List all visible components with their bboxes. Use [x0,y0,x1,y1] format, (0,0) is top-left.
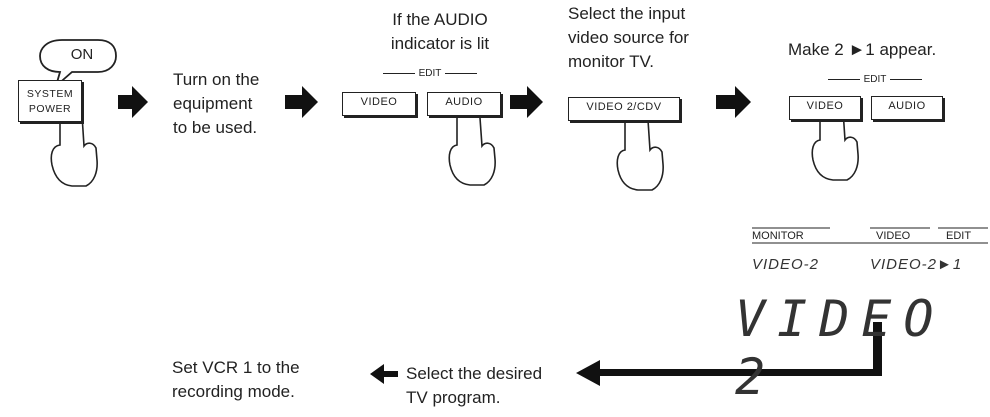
display-video-value: VIDEO-2►1 [870,256,963,273]
step4-heading: Select the input video source for monito… [568,2,689,74]
video2-cdv-button[interactable]: VIDEO 2/CDV [568,97,680,121]
step4-heading-2: video source for [568,28,689,47]
step3-video-button[interactable]: VIDEO [342,92,416,116]
system-power-button[interactable]: SYSTEM POWER [18,80,82,122]
step6-line-1: Select the desired [406,364,543,383]
arrow-left-small [370,364,398,384]
step6-text: Select the desired TV program. [406,362,542,410]
return-arrow [576,322,882,386]
step7-line-1: Set VCR 1 to the [172,358,300,377]
step7-text: Set VCR 1 to the recording mode. [172,356,300,404]
display-header-monitor: MONITOR [752,230,804,242]
arrow-right-3 [510,86,543,118]
on-speech-bubble [39,39,117,89]
hand-icon-2 [448,113,496,186]
step5-video-button[interactable]: VIDEO [789,96,861,120]
step4-heading-1: Select the input [568,4,686,23]
step2-text: Turn on the equipment to be used. [173,68,259,140]
step3-heading-2: indicator is lit [390,34,490,53]
step2-line-1: Turn on the [173,70,260,89]
step3-edit-label: EDIT [340,68,520,79]
step5-edit-label: EDIT [785,74,965,85]
arrow-right-1 [118,86,148,118]
hand-icon-1 [50,110,98,187]
step7-line-2: recording mode. [172,382,295,401]
step3-heading-1: If the AUDIO [392,10,488,29]
on-bubble-label: ON [70,46,94,63]
display-header-video: VIDEO [876,230,911,242]
step3-audio-button[interactable]: AUDIO [427,92,501,116]
display-header-edit: EDIT [946,230,972,242]
step6-line-2: TV program. [406,388,501,407]
step2-line-3: to be used. [173,118,258,137]
step5-heading: Make 2 ►1 appear. [788,40,937,59]
system-power-label-2: POWER [28,103,72,115]
step3-heading: If the AUDIO indicator is lit [360,8,520,56]
step2-line-2: equipment [173,94,253,113]
step5-audio-button[interactable]: AUDIO [871,96,943,120]
display-monitor-value: VIDEO-2 [752,256,820,273]
step4-heading-3: monitor TV. [568,52,654,71]
hand-icon-3 [616,115,664,191]
arrow-right-2 [285,86,318,118]
arrow-right-4 [716,86,751,118]
display-segment-readout: VIDEO 2 [735,290,946,406]
system-power-label-1: SYSTEM [26,88,74,100]
